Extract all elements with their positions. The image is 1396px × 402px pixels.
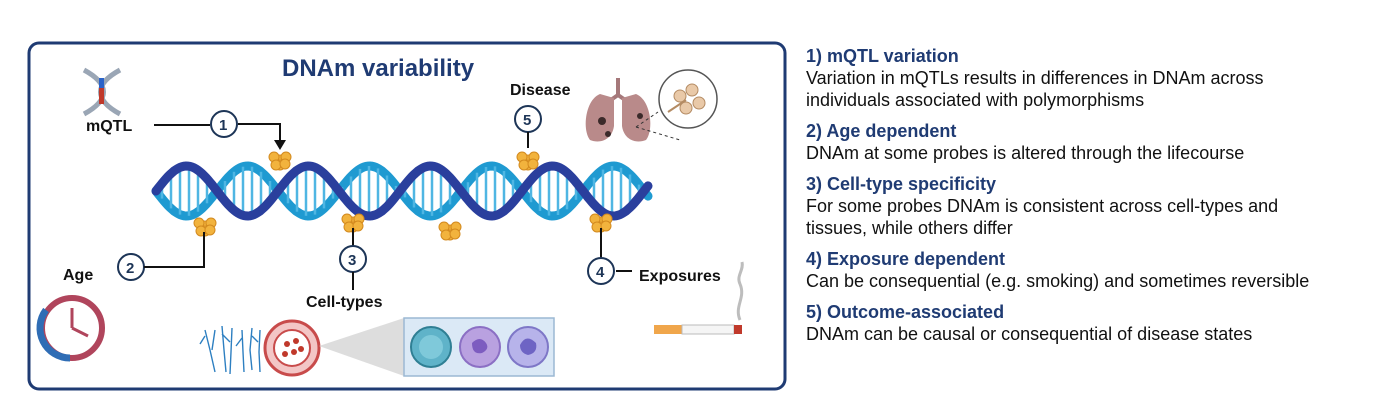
methyl-mark: [600, 220, 612, 232]
methylation-marks: [193, 151, 613, 241]
marker-1: [210, 110, 238, 138]
legend-heading: 5) Outcome-associated: [806, 302, 1005, 322]
cigarette-icon: [654, 261, 744, 335]
marker-4: [587, 257, 615, 285]
methyl-mark: [204, 224, 216, 236]
legend-text: DNAm can be causal or consequential of d…: [806, 324, 1253, 344]
svg-text:2: 2: [126, 260, 134, 277]
methyl-mark: [352, 220, 364, 232]
legend-heading: 1) mQTL variation: [806, 46, 959, 66]
svg-text:1: 1: [219, 117, 227, 134]
methyl-mark: [518, 159, 530, 171]
label-age: Age: [63, 267, 93, 284]
legend-text: tissues, while others differ: [806, 218, 1013, 238]
methyl-mark: [527, 158, 539, 170]
legend-item-mqtl: 1) mQTL variation Variation in mQTLs res…: [806, 46, 1396, 111]
methyl-mark: [440, 229, 452, 241]
legend-item-outcome: 5) Outcome-associated DNAm can be causal…: [806, 302, 1396, 345]
label-cell-types: Cell-types: [306, 294, 383, 311]
legend-heading: 3) Cell-type specificity: [806, 174, 997, 194]
diagram-title: DNAm variability: [282, 55, 475, 82]
legend-item-exposure: 4) Exposure dependent Can be consequenti…: [806, 249, 1396, 292]
legend-item-cell-type: 3) Cell-type specificity For some probes…: [806, 174, 1396, 239]
legend-heading: 2) Age dependent: [806, 121, 957, 141]
legend-panel: 1) mQTL variation Variation in mQTLs res…: [806, 46, 1396, 355]
clock-icon: [36, 295, 105, 362]
svg-text:5: 5: [523, 112, 531, 129]
legend-text: Can be consequential (e.g. smoking) and …: [806, 271, 1310, 291]
blood-vessel-icon: [263, 319, 321, 377]
legend-text: For some probes DNAm is consistent acros…: [806, 196, 1279, 216]
svg-text:3: 3: [348, 252, 356, 269]
mqtl-dna-icon: [82, 67, 122, 117]
legend-text: individuals associated with polymorphism…: [806, 90, 1145, 110]
svg-text:4: 4: [596, 264, 605, 281]
methyl-mark: [449, 228, 461, 240]
legend-text: DNAm at some probes is altered through t…: [806, 143, 1245, 163]
methyl-mark: [279, 158, 291, 170]
label-disease: Disease: [510, 82, 571, 99]
alveoli-icon: [658, 69, 718, 129]
neuron-tissue-icon: [199, 325, 261, 375]
methyl-mark: [270, 159, 282, 171]
label-mqtl: mQTL: [86, 118, 132, 135]
cell-icons: [410, 326, 549, 368]
dna-helix: [151, 161, 653, 221]
label-exposures: Exposures: [639, 268, 721, 285]
legend-item-age: 2) Age dependent DNAm at some probes is …: [806, 121, 1396, 164]
legend-text: Variation in mQTLs results in difference…: [806, 68, 1264, 88]
legend-heading: 4) Exposure dependent: [806, 249, 1006, 269]
